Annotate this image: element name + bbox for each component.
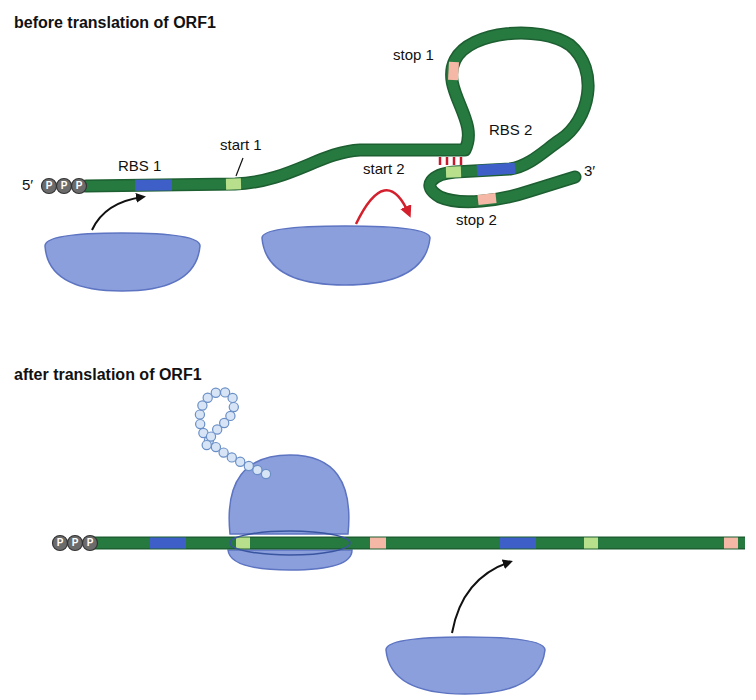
amino-acid-bead <box>206 432 215 441</box>
codon-label: stop 2 <box>456 211 497 229</box>
amino-acid-bead <box>261 469 270 478</box>
amino-acid-bead <box>202 441 211 450</box>
mrna-strand <box>86 33 588 202</box>
codon-label: start 2 <box>363 160 405 178</box>
amino-acid-bead <box>229 403 238 412</box>
amino-acid-bead <box>253 465 262 474</box>
blocked-arrow <box>356 190 409 224</box>
end-label: 5′ <box>22 176 33 194</box>
arrow <box>452 562 510 633</box>
amino-acid-bead <box>228 393 237 402</box>
mrna-strand <box>92 538 745 548</box>
mrna-strand <box>92 537 745 550</box>
amino-acid-bead <box>227 453 236 462</box>
base-pairs <box>440 157 461 165</box>
start-codon <box>236 538 250 549</box>
stop-codon <box>453 62 454 80</box>
leader-line <box>236 158 243 176</box>
rbs-1 <box>135 180 172 191</box>
mrna-strand <box>86 33 588 202</box>
ribosome-small-subunit <box>45 233 200 291</box>
rbs-1 <box>150 538 186 549</box>
stop-codon <box>724 538 738 549</box>
ribosome-small-subunit <box>262 226 430 285</box>
start-codon <box>584 538 598 549</box>
panel-title: after translation of ORF1 <box>14 366 202 384</box>
panel-title: before translation of ORF1 <box>14 14 216 32</box>
end-label: 3′ <box>584 162 595 180</box>
rbs-2 <box>500 538 536 549</box>
codon-label: stop 1 <box>393 46 434 64</box>
ribosome-large-subunit <box>229 455 349 534</box>
triphosphate <box>42 179 87 194</box>
ribosome-small-subunit <box>386 637 545 694</box>
amino-acid-bead <box>244 461 253 470</box>
phosphate-label: P <box>57 179 71 193</box>
amino-acid-bead <box>211 388 220 397</box>
start-codon <box>226 178 241 189</box>
phosphate-label: P <box>53 536 67 550</box>
phosphate-label: P <box>68 536 82 550</box>
stop-codon <box>478 198 496 200</box>
ribosome-channel <box>230 531 350 555</box>
stop-codon <box>370 538 386 549</box>
amino-acid-bead <box>236 457 245 466</box>
arrow <box>92 197 143 230</box>
phosphate-label: P <box>42 179 56 193</box>
start-codon <box>446 166 461 178</box>
peptide-chain <box>195 388 270 479</box>
amino-acid-bead <box>195 410 204 419</box>
ribosome-small-subunit <box>228 550 352 570</box>
amino-acid-bead <box>196 420 205 429</box>
codon-label: start 1 <box>220 136 262 154</box>
phosphate-label: P <box>83 536 97 550</box>
phosphate-label: P <box>72 179 86 193</box>
site-label: RBS 1 <box>118 157 161 175</box>
site-label: RBS 2 <box>489 121 532 139</box>
triphosphate <box>53 536 98 551</box>
rbs-2 <box>477 168 515 170</box>
